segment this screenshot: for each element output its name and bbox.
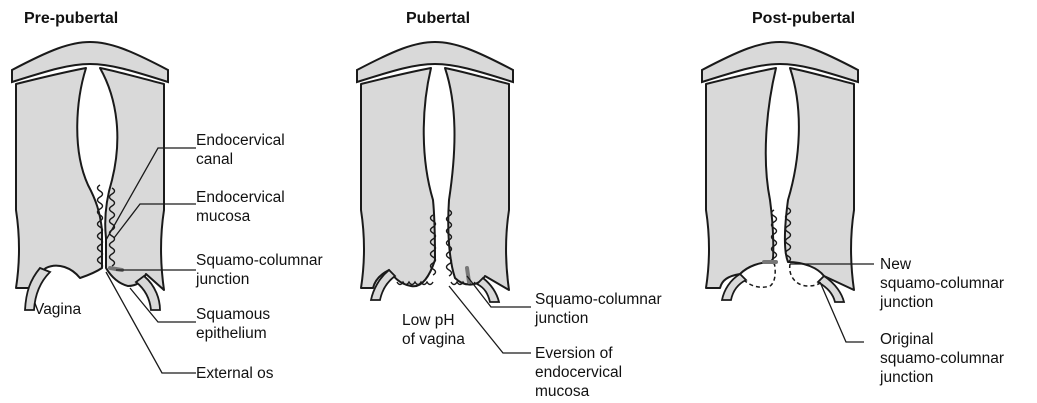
label-original-junction: Original squamo-columnar junction (880, 330, 1004, 387)
label-external-os: External os (196, 364, 274, 383)
cervix-left-wall (361, 68, 435, 288)
label-endocervical-canal: Endocervical canal (196, 131, 285, 169)
panel-pre-pubertal (12, 42, 196, 373)
label-eversion: Eversion of endocervical mucosa (535, 344, 622, 401)
cervix-right-wall (445, 68, 509, 290)
label-new-junction: New squamo-columnar junction (880, 255, 1004, 312)
cervix-left-wall (16, 68, 102, 288)
uterine-fundus (702, 42, 858, 82)
uterine-fundus (12, 42, 168, 82)
label-endocervical-mucosa: Endocervical mucosa (196, 188, 285, 226)
cervix-right-wall (785, 68, 854, 290)
title-pre-pubertal: Pre-pubertal (24, 10, 118, 28)
title-pubertal: Pubertal (406, 10, 470, 28)
panel-post-pubertal (702, 42, 874, 342)
title-post-pubertal: Post-pubertal (752, 10, 855, 28)
label-low-ph: Low pH of vagina (402, 311, 465, 349)
label-squamous-epithelium: Squamous epithelium (196, 305, 270, 343)
leader-original-junction (820, 282, 864, 342)
label-squamo-columnar-junction: Squamo-columnar junction (196, 251, 323, 289)
uterine-fundus (357, 42, 513, 82)
cervix-left-wall (706, 68, 776, 288)
junction-mark (467, 268, 469, 282)
label-squamo-columnar-junction: Squamo-columnar junction (535, 290, 662, 328)
leader-squamous-epithelium (130, 288, 196, 322)
panel-pubertal (357, 42, 531, 353)
label-vagina: Vagina (34, 300, 81, 319)
